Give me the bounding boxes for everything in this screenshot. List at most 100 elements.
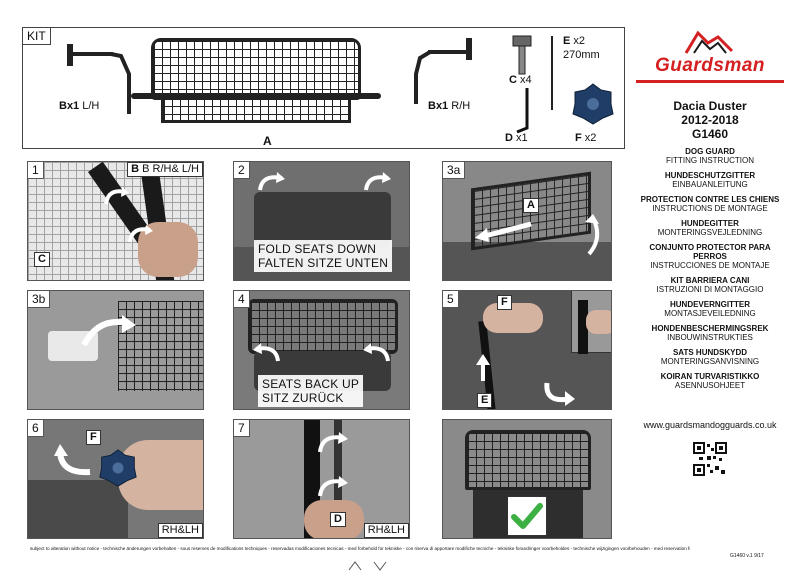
step-3b-number: 3b: [28, 291, 51, 308]
product-code: G1460: [691, 127, 729, 141]
language-title: SATS HUNDSKYDD: [672, 348, 748, 357]
brand-name: Guardsman: [654, 55, 766, 76]
step-5-label-f: F: [497, 295, 512, 310]
step-3a-label-a: A: [523, 198, 539, 213]
kit-box: KIT Bx1 L/H A Bx1 R/H C x4 D x1: [22, 27, 625, 149]
language-subtitle: ISTRUZIONI DI MONTAGGIO: [656, 285, 764, 294]
guard-image: [131, 38, 381, 123]
arrow-down-icon: [373, 561, 387, 571]
logo-mark-icon: [684, 30, 734, 54]
key-qty: x1: [516, 132, 528, 144]
info-column: Guardsman Dacia Duster 2012-2018 G1460 D…: [636, 27, 784, 481]
key-caption: D x1: [505, 132, 528, 144]
knob-icon: [99, 449, 137, 487]
language-subtitle: INSTRUCCIONES DE MONTAJE: [650, 261, 770, 270]
language-subtitle: INBOUWINSTRUKTIES: [667, 333, 753, 342]
tighten-arrow-icon: [318, 476, 348, 497]
right-bracket-qty: Bx1: [428, 100, 449, 112]
insert-arrow-icon: [475, 221, 532, 242]
qr-code-icon: [693, 442, 727, 476]
step-6-number: 6: [28, 420, 44, 437]
step-4-panel: 4 SEATS BACK UP SITZ ZURÜCK: [233, 290, 410, 410]
bolt-qty: x4: [520, 74, 532, 86]
language-subtitle: MONTERINGSVEJLEDNING: [657, 228, 763, 237]
guard-label: A: [263, 134, 272, 148]
left-bracket-qty: Bx1: [59, 100, 80, 112]
language-subtitle: ASENNUSOHJEET: [674, 381, 746, 390]
left-bracket-image: [67, 44, 131, 114]
step-3a-panel: 3a A: [442, 161, 612, 281]
language-subtitle: FITTING INSTRUCTION: [666, 156, 754, 165]
step-5-label-e: E: [477, 393, 493, 408]
step-6-label-f: F: [86, 430, 101, 445]
raise-arrow-icon: [363, 343, 390, 362]
step-2-caption: FOLD SEATS DOWN FALTEN SITZE UNTEN: [254, 240, 393, 272]
fold-arrow-icon: [364, 172, 391, 191]
knob-qty: x2: [584, 132, 597, 144]
bolt-letter: C: [509, 74, 517, 86]
vehicle-model: Dacia Duster: [673, 99, 747, 113]
allen-key-icon: [516, 88, 529, 134]
step-2-line-2: FALTEN SITZE UNTEN: [258, 256, 389, 270]
rotate-arrow-icon: [128, 225, 153, 243]
tighten-arrow-icon: [318, 432, 348, 453]
step-1-panel: 1 B B R/H& L/H C: [27, 161, 204, 281]
raise-arrow-icon: [253, 343, 280, 362]
step-3a-number: 3a: [443, 162, 466, 179]
rod-letter: E: [563, 35, 571, 47]
arrow-up-icon: [348, 561, 362, 571]
language-subtitle: INSTRUCTIONS DE MONTAGE: [652, 204, 768, 213]
website-link[interactable]: www.guardsmandogguards.co.uk: [643, 420, 777, 430]
step-7-number: 7: [234, 420, 250, 437]
right-bracket-image: [414, 38, 472, 104]
step-1-side: B R/H& L/H: [142, 163, 199, 175]
left-bracket-side: L/H: [82, 100, 100, 112]
language-title: CONJUNTO PROTECTOR PARA PERROS: [649, 243, 771, 261]
key-letter: D: [505, 132, 513, 144]
rotate-arrow-icon: [104, 187, 129, 205]
kit-label: KIT: [23, 28, 51, 45]
rod-length: 270mm: [563, 49, 600, 61]
language-subtitle: EINBAUANLEITUNG: [672, 180, 748, 189]
vehicle-years: 2012-2018: [681, 113, 739, 127]
rod-qty: x2: [573, 35, 586, 47]
step-5-inset: [571, 291, 611, 354]
language-title: HUNDESCHUTZGITTER: [664, 171, 756, 180]
step-2-panel: 2 FOLD SEATS DOWN FALTEN SITZE UNTEN: [233, 161, 410, 281]
rod-caption: E x2 270mm: [563, 34, 600, 62]
step-4-caption: SEATS BACK UP SITZ ZURÜCK: [258, 375, 364, 407]
language-subtitle: MONTASJEVEILEDNING: [664, 309, 756, 318]
right-bracket-caption: Bx1 R/H: [428, 100, 470, 112]
step-1-label-c: C: [34, 252, 50, 267]
step-4-number: 4: [234, 291, 250, 308]
step-7-side-label: RH&LH: [363, 523, 409, 538]
knob-icon: [572, 83, 614, 125]
rotate-arrow-icon: [81, 315, 136, 347]
step-3b-panel: 3b: [27, 290, 204, 410]
step-1-number: 1: [28, 162, 44, 179]
completed-badge: [507, 496, 547, 536]
checkmark-icon: [511, 503, 543, 529]
bolt-icon: [512, 35, 532, 75]
rotate-arrow-icon: [585, 214, 600, 256]
step-4-line-2: SITZ ZURÜCK: [262, 391, 344, 405]
step-7-panel: 7 D RH&LH: [233, 419, 410, 539]
language-title: KIT BARRIERA CANI: [670, 276, 750, 285]
footer-disclaimer: subject to alteration without notice - t…: [30, 546, 690, 551]
step-5-panel: 5 F E: [442, 290, 612, 410]
step-2-line-1: FOLD SEATS DOWN: [258, 242, 377, 256]
tighten-arrow-icon: [54, 444, 91, 476]
up-arrow-icon: [476, 354, 490, 381]
brand-logo: Guardsman: [636, 27, 784, 83]
rod-icon: [551, 36, 553, 110]
